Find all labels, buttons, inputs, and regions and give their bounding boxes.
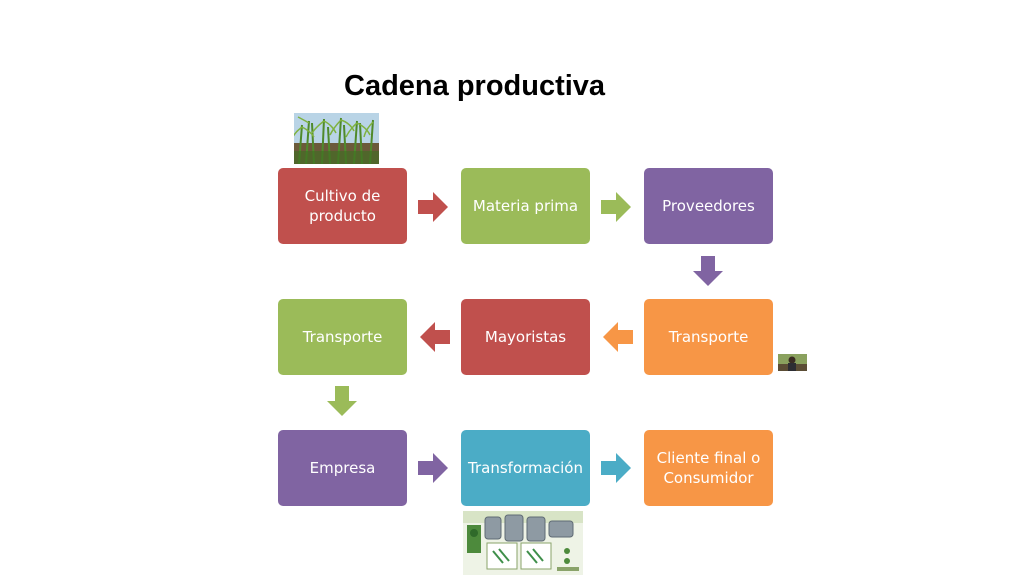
step-empresa: Empresa <box>278 430 407 506</box>
arrow-left-icon <box>603 322 633 352</box>
step-label: Transporte <box>668 328 749 346</box>
sugarcane-field-photo <box>294 113 379 164</box>
step-materia-prima: Materia prima <box>461 168 590 244</box>
arrow-down-icon <box>327 386 357 416</box>
step-label: Transporte <box>302 328 383 346</box>
step-mayoristas: Mayoristas <box>461 299 590 375</box>
step-label: Materia prima <box>472 197 579 215</box>
arrow-left-icon <box>420 322 450 352</box>
step-label: Proveedores <box>662 197 755 215</box>
step-label: Mayoristas <box>484 328 567 346</box>
arrow-right-icon <box>418 453 448 483</box>
processing-plant-illustration <box>463 511 583 575</box>
step-cliente-final: Cliente final o Consumidor <box>644 430 773 506</box>
step-label: Empresa <box>309 459 376 477</box>
step-transporte-1: Transporte <box>644 299 773 375</box>
step-label: Cultivo de producto <box>304 187 381 225</box>
step-label: Cliente final o Consumidor <box>656 449 761 487</box>
step-cultivo-de-producto: Cultivo de producto <box>278 168 407 244</box>
step-transporte-2: Transporte <box>278 299 407 375</box>
arrow-right-icon <box>418 192 448 222</box>
step-label: Transformación <box>468 459 583 477</box>
step-transformacion: Transformación <box>461 430 590 506</box>
arrow-right-icon <box>601 192 631 222</box>
step-proveedores: Proveedores <box>644 168 773 244</box>
arrow-down-icon <box>693 256 723 286</box>
farmer-photo <box>778 354 807 371</box>
arrow-right-icon <box>601 453 631 483</box>
page-title: Cadena productiva <box>344 70 606 102</box>
